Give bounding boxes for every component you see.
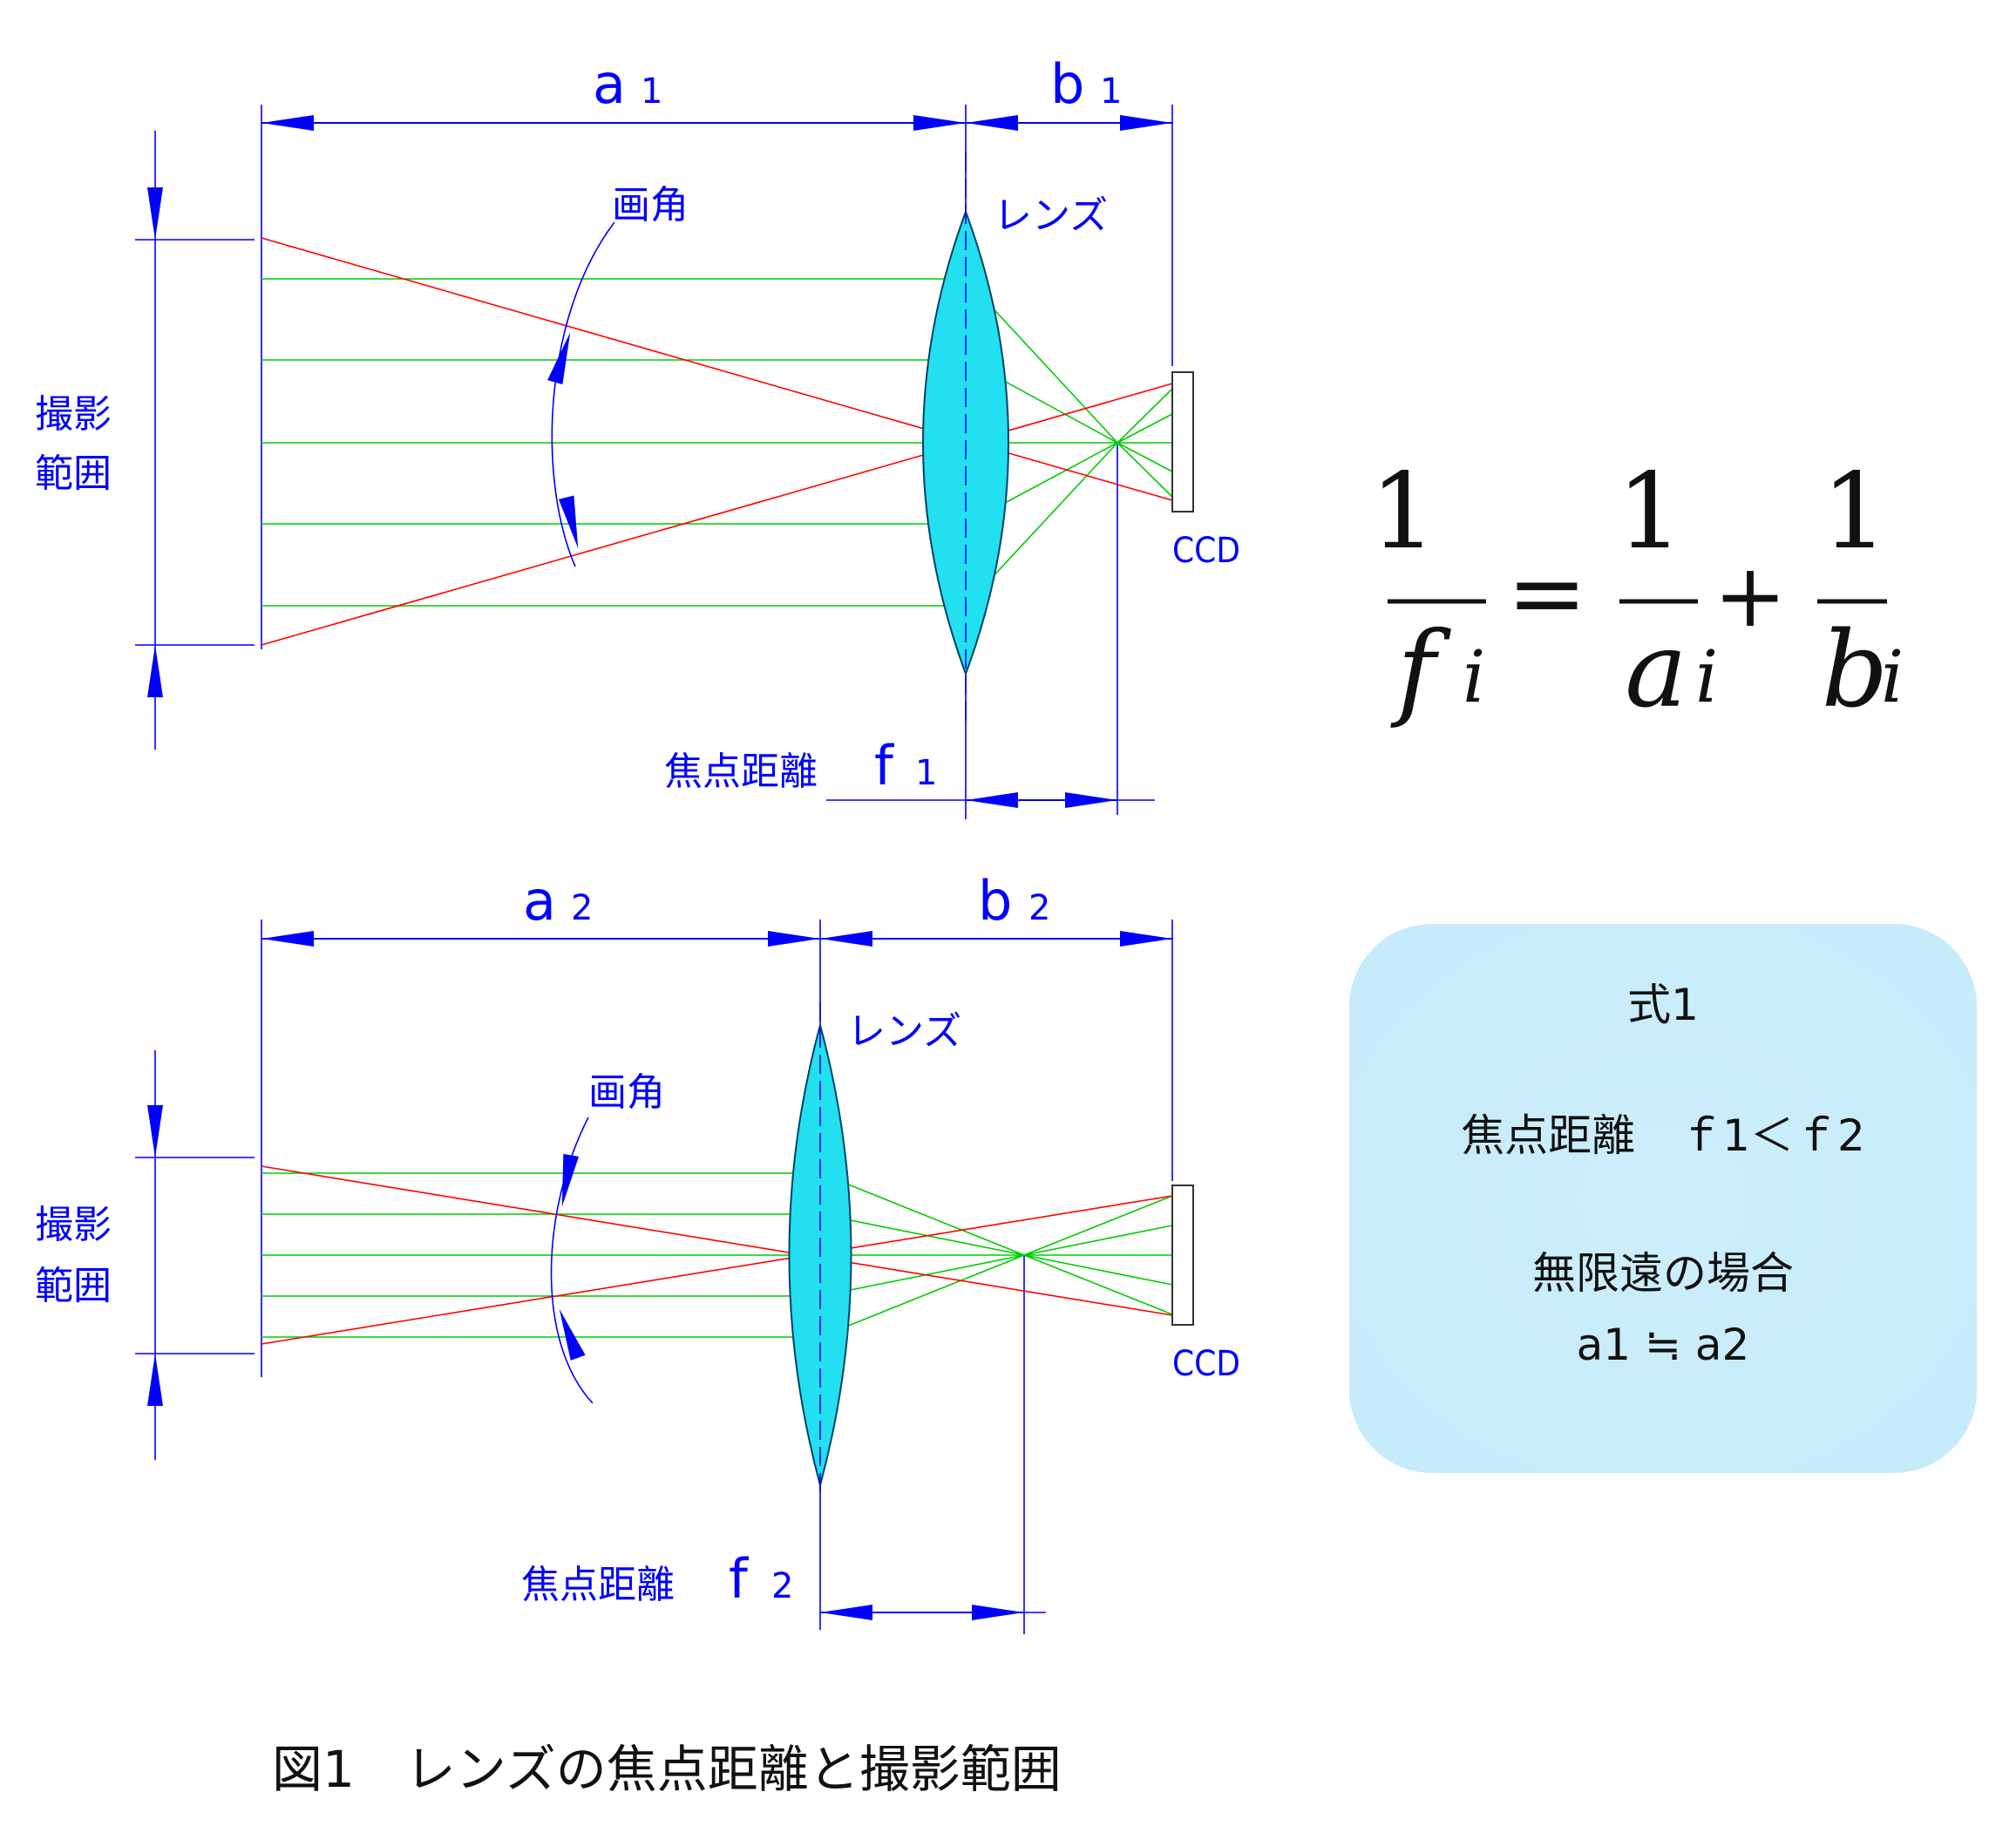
top-angle-label: 画角 [612, 183, 689, 227]
bottom-range-label-2: 範囲 [35, 1264, 112, 1308]
formula-b-i: i [1881, 636, 1904, 719]
top-chief-rays [261, 237, 1173, 646]
bottom-lens-label: レンズ [847, 1009, 961, 1054]
top-focal-sub: 1 [915, 753, 937, 793]
top-dim-a-sub: 1 [641, 71, 662, 112]
bottom-focal-sub: 2 [771, 1566, 793, 1606]
top-dim-b-label: b [1050, 52, 1084, 116]
top-focal-f: f [874, 734, 895, 798]
top-focal-label: 焦点距離 [664, 750, 818, 794]
top-lens-diagram: a 1 b 1 画角 レンズ 撮影 範囲 CCD 焦点距離 f 1 [35, 52, 1240, 819]
formula-b-numerator: 1 [1822, 451, 1888, 573]
bottom-dim-a-sub: 2 [571, 888, 593, 928]
top-range-label-1: 撮影 [35, 392, 112, 437]
bottom-ccd-label: CCD [1172, 1344, 1240, 1384]
lens-formula: 1 f i = 1 a i + 1 b i [1370, 451, 1904, 731]
top-angle-arc [551, 221, 615, 567]
top-dimension-arrows [147, 115, 1172, 808]
bottom-ccd-sensor [1171, 1185, 1194, 1326]
bottom-dim-a-label: a [523, 869, 556, 933]
bottom-angle-label: 画角 [588, 1070, 665, 1115]
top-range-label-2: 範囲 [35, 451, 112, 496]
formula-b: b [1822, 610, 1889, 731]
formula-plus: + [1714, 545, 1787, 647]
info-box-title: 式1 [1627, 980, 1699, 1030]
top-dim-a-label: a [593, 52, 626, 116]
bottom-dimension-lines [261, 938, 1172, 1613]
formula-lhs-f: f [1390, 610, 1452, 731]
bottom-dim-b-label: b [978, 869, 1012, 933]
info-box-infinity-label: 無限遠の場合 [1532, 1248, 1794, 1299]
formula-a-i: i [1695, 636, 1718, 719]
formula-lhs-i: i [1463, 636, 1485, 719]
equation-info-box: 式1 焦点距離 ｆ1＜ｆ2 無限遠の場合 a1 ≒ a2 [1349, 924, 1977, 1473]
bottom-extension-lines [135, 920, 1173, 1634]
bottom-range-label-1: 撮影 [35, 1203, 112, 1247]
info-box-background [1349, 924, 1977, 1473]
figure-caption: 図1 レンズの焦点距離と撮影範囲 [272, 1740, 1062, 1799]
bottom-focal-f: f [729, 1547, 750, 1611]
top-ccd-sensor [1171, 371, 1194, 513]
info-box-approx: a1 ≒ a2 [1577, 1320, 1750, 1370]
bottom-lens-diagram: a 2 b 2 画角 レンズ 撮影 範囲 CCD 焦点距離 f 2 [35, 869, 1240, 1634]
bottom-parallel-rays [261, 1172, 1173, 1338]
top-dim-b-sub: 1 [1100, 71, 1122, 112]
top-lens-label: レンズ [994, 193, 1108, 238]
bottom-dim-b-sub: 2 [1028, 888, 1050, 928]
formula-a-numerator: 1 [1617, 451, 1683, 573]
bottom-dimension-arrows [147, 931, 1172, 1620]
info-box-focal-compare: 焦点距離 ｆ1＜ｆ2 [1461, 1110, 1865, 1161]
formula-equals: = [1507, 537, 1587, 648]
top-parallel-rays [261, 278, 1173, 607]
bottom-focal-label: 焦点距離 [521, 1563, 675, 1607]
top-ccd-label: CCD [1172, 531, 1240, 571]
formula-lhs-numerator: 1 [1370, 451, 1436, 573]
formula-a: a [1625, 610, 1687, 731]
bottom-chief-rays [261, 1165, 1173, 1345]
